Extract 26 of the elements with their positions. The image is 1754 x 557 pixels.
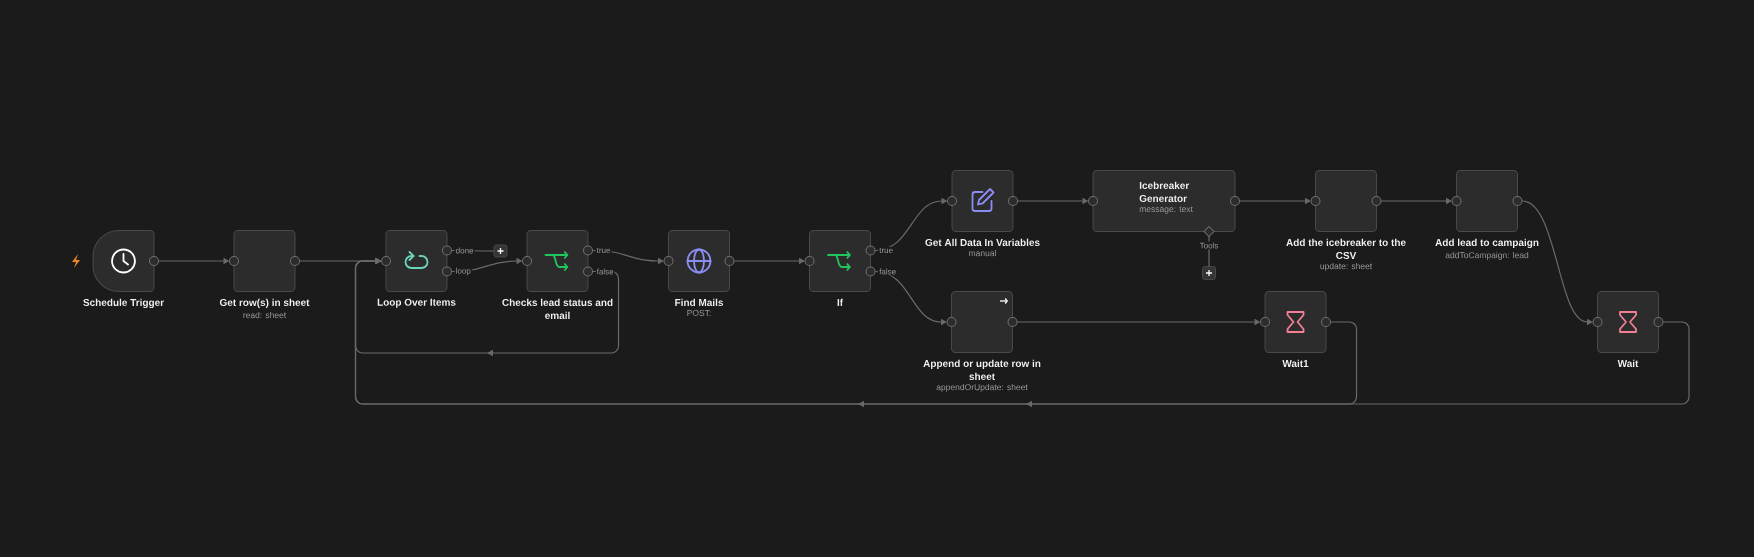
edge-label: false bbox=[878, 267, 898, 276]
edge-label: done bbox=[454, 246, 475, 255]
node-subtitle: manual bbox=[969, 249, 996, 257]
node-title: Find Mails bbox=[675, 298, 724, 307]
node-title: Wait bbox=[1617, 359, 1639, 368]
node-title: Wait1 bbox=[1282, 359, 1309, 368]
node-card: Icebreaker Generator message: text bbox=[1092, 170, 1236, 232]
edge-label: loop bbox=[454, 266, 472, 277]
node-title: Get All Data In Variables bbox=[925, 238, 1040, 247]
edge-label: Tools bbox=[1198, 241, 1220, 250]
node-title: Loop Over Items bbox=[377, 298, 456, 308]
edge-label: true bbox=[878, 246, 894, 255]
node-subtitle: POST: bbox=[687, 309, 711, 316]
node-title: Add the icebreaker to the CSV bbox=[1286, 238, 1406, 260]
node-title: If bbox=[837, 298, 844, 306]
node-subtitle: appendOrUpdate: sheet bbox=[936, 383, 1028, 392]
edge-label: false bbox=[595, 267, 615, 276]
node-title: Schedule Trigger bbox=[83, 298, 164, 309]
node-title: Append or update row in sheet bbox=[923, 359, 1041, 381]
node-title: Checks lead status and email bbox=[502, 298, 613, 320]
node-subtitle: addToCampaign: lead bbox=[1445, 251, 1529, 260]
node-title: Add lead to campaign bbox=[1435, 238, 1539, 249]
node-subtitle: read: sheet bbox=[243, 311, 287, 319]
edge-label: true bbox=[595, 246, 612, 255]
node-subtitle: update: sheet bbox=[1320, 262, 1373, 271]
node-title: Get row(s) in sheet bbox=[219, 298, 310, 308]
